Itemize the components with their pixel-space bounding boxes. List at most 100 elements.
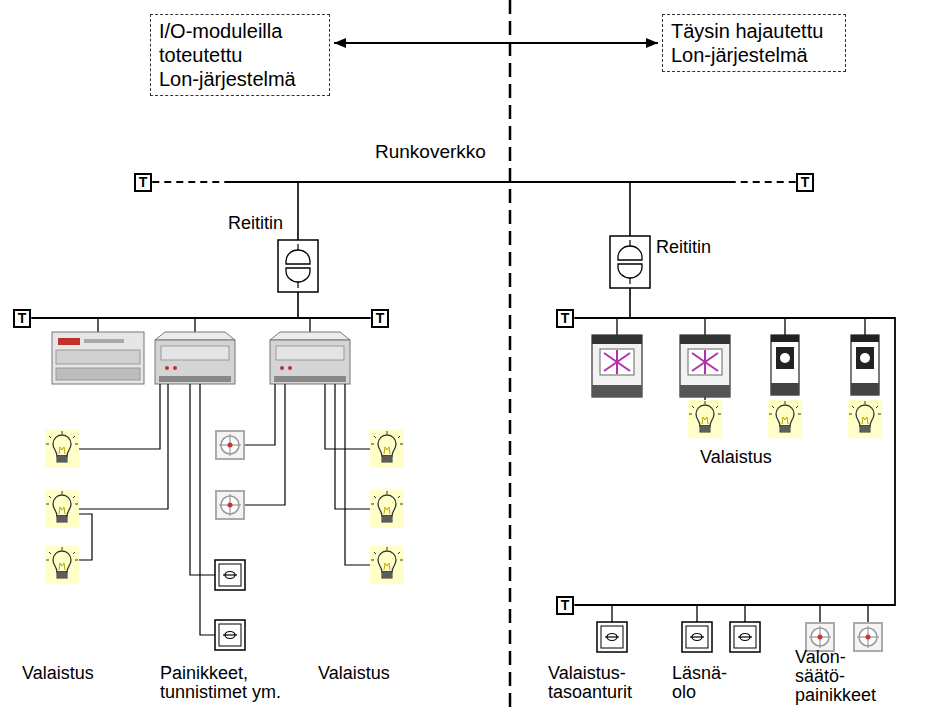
node-text: T xyxy=(561,311,570,326)
group-label: Painikkeet, tunnistimet ym. xyxy=(160,664,300,702)
node-text-part: T xyxy=(376,310,385,326)
lamp-symbol xyxy=(45,490,79,528)
sensor-button-symbol xyxy=(682,622,712,652)
io-wires-part xyxy=(245,384,275,445)
terminator-box: T xyxy=(134,173,153,192)
controller-symbol xyxy=(52,332,144,384)
sensor-label: Valaistus- tasoanturit xyxy=(548,664,658,702)
device-drops-part xyxy=(864,318,865,335)
dimmer-dial-symbol xyxy=(216,431,244,459)
group-label-part: Painikkeet, xyxy=(160,663,248,683)
node-text-part: Lon-järjestelmä xyxy=(671,44,808,66)
sensor-button-symbol xyxy=(215,620,245,650)
lamp-symbol xyxy=(45,430,79,468)
sensor-label-part: Läsnä- xyxy=(672,663,727,683)
terminator-box: T xyxy=(371,309,390,328)
device-drops-part xyxy=(194,318,195,332)
bus-line xyxy=(31,317,370,319)
dimmer-actuator-symbol xyxy=(851,335,879,395)
node-text: I/O-moduleilla toteutettu Lon-järjestelm… xyxy=(159,19,321,91)
device-drops-part xyxy=(784,318,785,335)
terminator-box: T xyxy=(13,309,32,328)
node-text-part: T xyxy=(561,310,570,326)
node-text-part: Täysin xyxy=(671,20,730,42)
router-label: Reititin xyxy=(656,238,711,257)
system-type-box: Täysin hajautettu Lon-järjestelmä xyxy=(662,14,846,72)
device-drops-part xyxy=(616,318,617,335)
router-drops-part xyxy=(297,292,299,318)
router-drops-part xyxy=(297,182,299,240)
group-label-part: ym. xyxy=(252,682,281,702)
router-drops-part xyxy=(629,182,631,236)
node-text: T xyxy=(801,175,810,190)
lamp-symbol xyxy=(768,400,802,438)
node-text: T xyxy=(561,598,570,613)
device-drops-part xyxy=(611,605,612,622)
group-label: Valaistus xyxy=(318,664,390,683)
io-wires-part xyxy=(79,384,168,509)
device-drops-part xyxy=(819,605,820,622)
node-text-part: Lon-järjestelmä xyxy=(159,68,296,90)
router-label-part: Reititin xyxy=(656,237,711,257)
node-text-part: T xyxy=(139,174,148,190)
io-wires-part xyxy=(79,384,160,449)
group-label: Valaistus xyxy=(700,448,772,467)
io-wires-part xyxy=(335,384,370,509)
node-text-part: T xyxy=(801,174,810,190)
node-text-part: toteutettu xyxy=(159,44,242,66)
sensor-label-part: olo xyxy=(672,682,696,702)
sensor-button-symbol xyxy=(215,560,245,590)
io-wires-part xyxy=(200,384,215,635)
sensor-label-part: Valon- xyxy=(795,647,846,667)
device-drops-part xyxy=(696,605,697,622)
group-label-part: Valaistus xyxy=(318,663,390,683)
device-drops-part xyxy=(97,318,98,332)
node-text-part: hajautettu xyxy=(735,20,823,42)
node-text: T xyxy=(18,311,27,326)
group-label-part: Valaistus xyxy=(700,447,772,467)
sensor-label-part: Valaistus- xyxy=(548,663,626,683)
sensor-button-symbol xyxy=(597,622,627,652)
node-text: Täysin hajautettu Lon-järjestelmä xyxy=(671,19,837,67)
node-text: T xyxy=(139,175,148,190)
dimmer-actuator-symbol xyxy=(771,335,799,395)
io-wires-part xyxy=(79,514,92,560)
lighting-actuator-symbol xyxy=(592,335,642,397)
io-wires-part xyxy=(345,384,370,565)
bus-line xyxy=(152,181,795,183)
lamp-symbol xyxy=(848,400,882,438)
router-symbol xyxy=(610,236,650,288)
node-text-part: T xyxy=(561,597,570,613)
sensor-label: Valon- säätö- painikkeet xyxy=(795,648,890,705)
bus-line xyxy=(574,318,895,605)
node-text-part: I/O-moduleilla xyxy=(159,20,282,42)
io-module-symbol xyxy=(155,332,235,384)
router-label-part: Reititin xyxy=(228,213,283,233)
io-wires-part xyxy=(325,384,370,449)
network-label-part: Runkoverkko xyxy=(375,141,486,162)
double-arrow xyxy=(334,42,658,44)
group-label-part: tunnistimet xyxy=(160,682,247,702)
lamp-symbol xyxy=(370,490,404,528)
dimmer-dial-symbol xyxy=(854,623,882,651)
system-type-box: I/O-moduleilla toteutettu Lon-järjestelm… xyxy=(150,14,330,96)
router-label: Reititin xyxy=(228,214,283,233)
terminator-box: T xyxy=(556,596,575,615)
divider-line xyxy=(509,0,512,713)
node-text: T xyxy=(376,311,385,326)
terminator-box: T xyxy=(796,173,815,192)
device-drops-part xyxy=(867,605,868,622)
io-wires xyxy=(79,384,370,635)
device-drops-part xyxy=(309,318,310,332)
router-symbol xyxy=(278,240,318,292)
sensor-label-part: säätö- xyxy=(795,666,845,686)
group-label: Valaistus xyxy=(22,664,94,683)
io-wires-part xyxy=(190,384,215,575)
sensor-label-part: tasoanturit xyxy=(548,682,632,702)
device-drops xyxy=(98,318,868,622)
network-label: Runkoverkko xyxy=(372,141,489,163)
terminator-box: T xyxy=(556,309,575,328)
